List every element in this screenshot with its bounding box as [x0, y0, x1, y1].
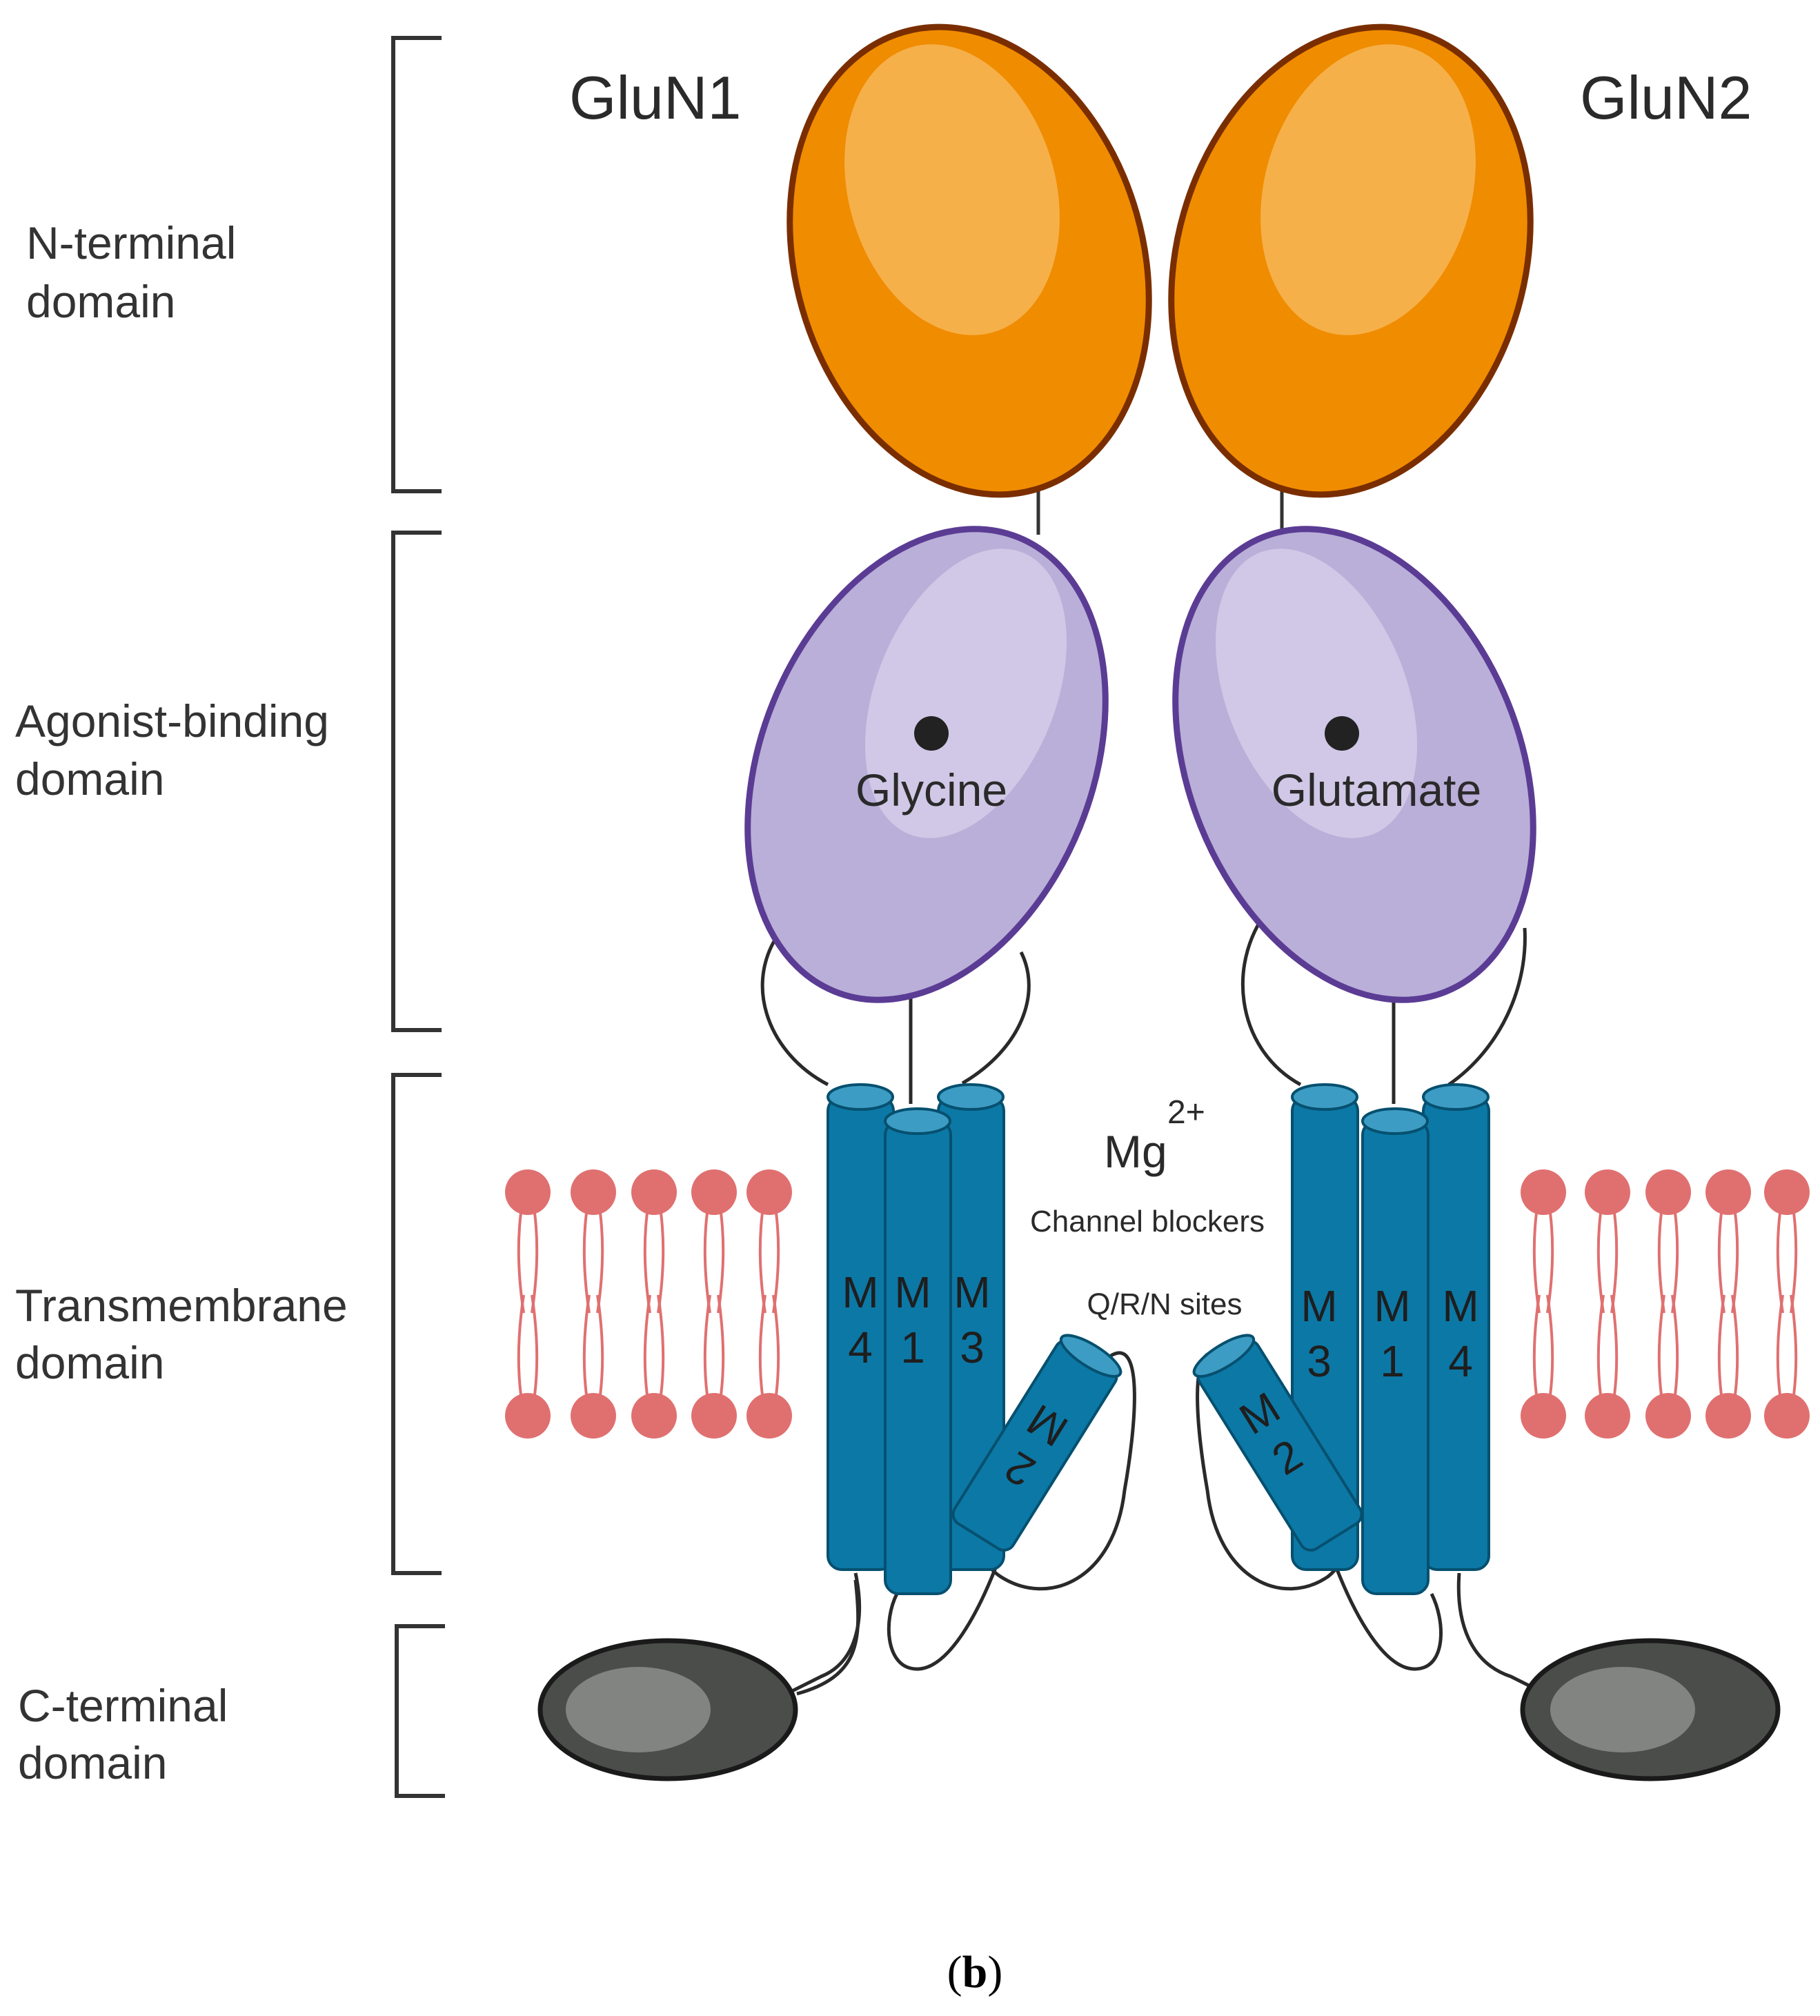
phospholipid	[1705, 1169, 1751, 1439]
glutamate-binding-site	[1325, 716, 1359, 751]
svg-text:3: 3	[1307, 1336, 1332, 1386]
ntd-linkers	[1036, 488, 1284, 535]
svg-text:M: M	[842, 1267, 878, 1317]
svg-text:M: M	[1442, 1281, 1478, 1331]
svg-text:1: 1	[1380, 1336, 1405, 1386]
glun1-helix-m2: M 2	[951, 1334, 1122, 1552]
phospholipid	[505, 1169, 551, 1439]
transmembrane-label: Transmembrane domain	[15, 1280, 360, 1388]
svg-text:M: M	[953, 1267, 990, 1317]
glun2-helix-m4: M 4	[1422, 1083, 1490, 1571]
glutamate-label: Glutamate	[1272, 764, 1481, 816]
bracket-c-terminal	[395, 1624, 445, 1798]
glun1-agonist-binding-domain: Glycine	[744, 526, 1109, 1003]
glycine-binding-site	[914, 716, 949, 751]
glun2-helix-m2: M 2	[1192, 1334, 1363, 1552]
phospholipid	[1645, 1169, 1691, 1439]
phospholipid	[1764, 1169, 1810, 1439]
svg-text:M: M	[1300, 1281, 1337, 1331]
glun2-transmembrane-helices: M 3 M 4 M 1 M 2	[1192, 1083, 1490, 1595]
bracket-agonist-binding	[391, 531, 442, 1032]
bracket-n-terminal	[391, 36, 442, 493]
svg-text:4: 4	[1448, 1336, 1473, 1386]
phospholipid	[691, 1169, 737, 1439]
mg-ion-label: Mg	[1104, 1126, 1167, 1177]
glun1-label: GluN1	[569, 63, 741, 132]
svg-text:M: M	[1374, 1281, 1410, 1331]
c-terminal-label: C-terminal domain	[18, 1680, 241, 1788]
phospholipid	[571, 1169, 616, 1439]
svg-text:4: 4	[848, 1323, 873, 1372]
domain-labels: N-terminal domain Agonist-binding domain…	[15, 217, 360, 1788]
lipid-bilayer-right	[1521, 1169, 1810, 1439]
glun2-agonist-binding-domain: Glutamate	[1172, 526, 1536, 1003]
svg-text:M: M	[894, 1267, 931, 1317]
svg-text:3: 3	[960, 1323, 985, 1372]
pore-labels: Mg 2+ Channel blockers Q/R/N sites	[1030, 1094, 1265, 1321]
domain-brackets	[391, 36, 445, 1798]
glun1-c-terminal-domain	[537, 1579, 860, 1781]
phospholipid	[1521, 1169, 1566, 1439]
phospholipid	[746, 1169, 792, 1439]
n-terminal-label: N-terminal domain	[26, 217, 249, 327]
lipid-bilayer-left	[505, 1169, 792, 1439]
panel-label: (b)	[947, 1947, 1003, 1997]
glun2-label: GluN2	[1580, 63, 1752, 132]
glun1-helix-m4: M 4	[827, 1083, 895, 1571]
agonist-binding-label: Agonist-binding domain	[15, 695, 342, 804]
channel-blockers-label: Channel blockers	[1030, 1205, 1265, 1238]
phospholipid	[631, 1169, 677, 1439]
mg-charge-label: 2+	[1167, 1094, 1205, 1131]
glycine-label: Glycine	[855, 764, 1007, 816]
glun1-n-terminal-domain	[787, 23, 1152, 498]
bracket-transmembrane	[391, 1073, 442, 1575]
glun1-transmembrane-helices: M 4 M 3 M 1 M 2	[827, 1083, 1122, 1595]
glun1-helix-m1: M 1	[884, 1107, 952, 1595]
glun1-helix-m3: M 3	[937, 1083, 1005, 1571]
qrn-sites-label: Q/R/N sites	[1087, 1287, 1243, 1321]
glun2-helix-m1: M 1	[1361, 1107, 1430, 1595]
glun2-n-terminal-domain	[1168, 23, 1534, 498]
glun2-c-terminal-domain	[1520, 1638, 1781, 1781]
svg-text:1: 1	[900, 1323, 925, 1372]
phospholipid	[1585, 1169, 1630, 1439]
